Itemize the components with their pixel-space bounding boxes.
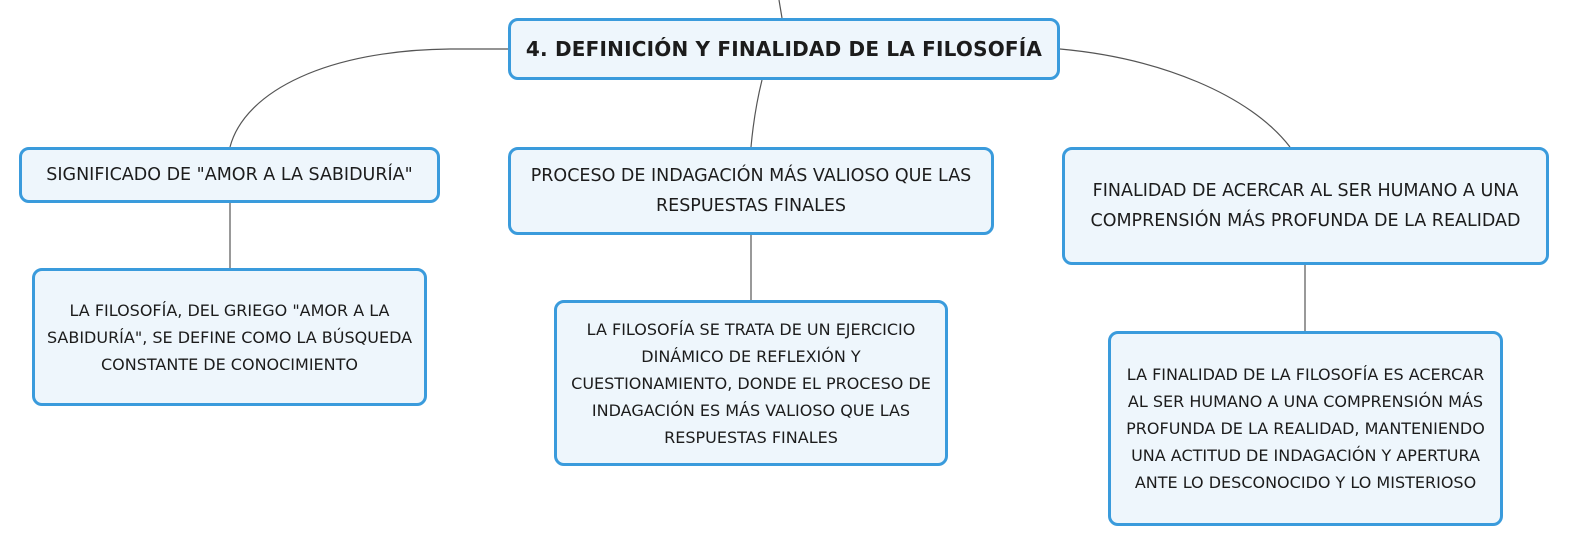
detail-text: LA FILOSOFÍA SE TRATA DE UN EJERCICIO DI…	[571, 319, 931, 447]
topic-label: FINALIDAD DE ACERCAR AL SER HUMANO A UNA…	[1090, 181, 1521, 231]
detail-text: LA FINALIDAD DE LA FILOSOFÍA ES ACERCAR …	[1126, 365, 1485, 492]
connector-root-to-topic-1	[229, 48, 508, 148]
root-topic-node[interactable]: 4. DEFINICIÓN Y FINALIDAD DE LA FILOSOFÍ…	[508, 18, 1060, 80]
detail-node-amor-sabiduria[interactable]: LA FILOSOFÍA, DEL GRIEGO "AMOR A LA SABI…	[32, 268, 427, 406]
detail-node-finalidad[interactable]: LA FINALIDAD DE LA FILOSOFÍA ES ACERCAR …	[1108, 331, 1503, 526]
topic-node-amor-sabiduria[interactable]: SIGNIFICADO DE "AMOR A LA SABIDURÍA"	[19, 147, 440, 203]
topic-node-proceso-indagacion[interactable]: PROCESO DE INDAGACIÓN MÁS VALIOSO QUE LA…	[508, 147, 994, 235]
topic-label: PROCESO DE INDAGACIÓN MÁS VALIOSO QUE LA…	[530, 166, 972, 216]
root-topic-label: 4. DEFINICIÓN Y FINALIDAD DE LA FILOSOFÍ…	[525, 37, 1043, 61]
detail-text: LA FILOSOFÍA, DEL GRIEGO "AMOR A LA SABI…	[46, 300, 413, 374]
topic-label: SIGNIFICADO DE "AMOR A LA SABIDURÍA"	[46, 165, 413, 185]
connector-incoming-root	[778, 0, 783, 19]
detail-node-proceso-indagacion[interactable]: LA FILOSOFÍA SE TRATA DE UN EJERCICIO DI…	[554, 300, 948, 466]
connector-root-to-topic-3	[1059, 48, 1291, 148]
topic-node-finalidad[interactable]: FINALIDAD DE ACERCAR AL SER HUMANO A UNA…	[1062, 147, 1549, 265]
connector-root-to-topic-2	[750, 79, 763, 148]
